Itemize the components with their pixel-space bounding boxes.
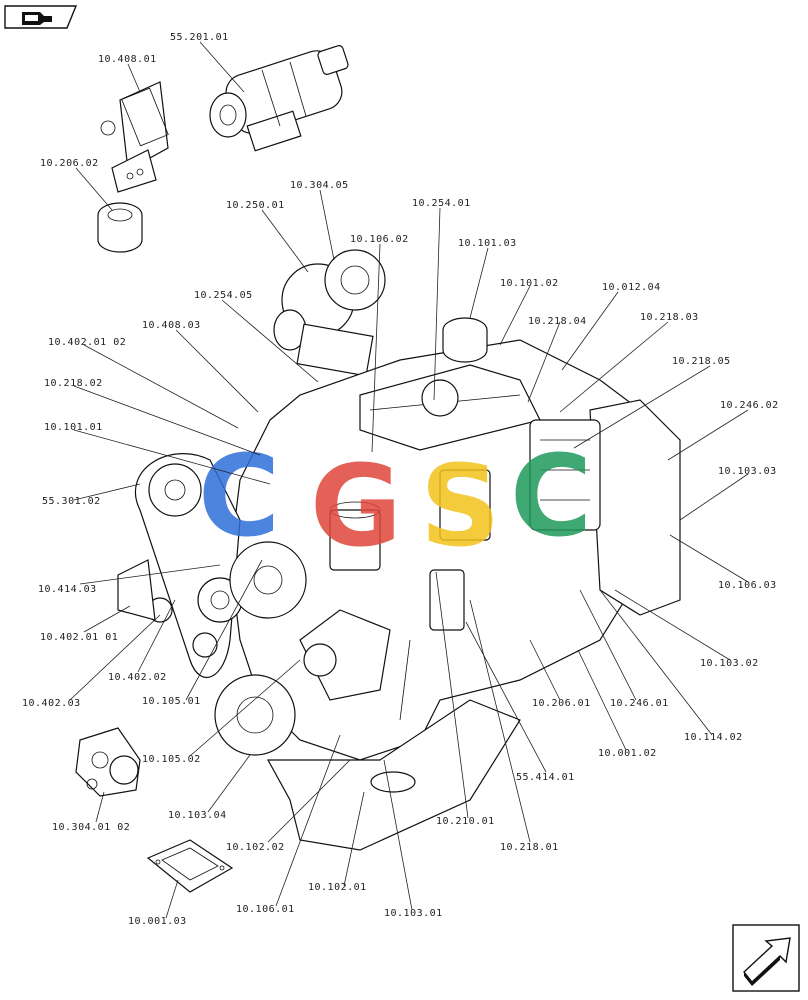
watermark-letter-c1: C [198, 432, 280, 562]
callout-label[interactable]: 10.103.04 [168, 810, 227, 821]
callout-label[interactable]: 10.105.02 [142, 754, 201, 765]
callout-label[interactable]: 55.301.02 [42, 496, 101, 507]
callout-label[interactable]: 10.254.01 [412, 198, 471, 209]
callout-label[interactable]: 10.402.03 [22, 698, 81, 709]
leader-lines [69, 41, 749, 919]
book-arrow-icon[interactable] [4, 5, 78, 29]
watermark-letter-c2: C [510, 432, 592, 562]
watermark-letter-s: S [420, 442, 501, 572]
control-module [100, 81, 169, 193]
callout-label[interactable]: 10.103.03 [718, 466, 777, 477]
callout-label[interactable]: 10.106.02 [350, 234, 409, 245]
callout-label[interactable]: 10.218.04 [528, 316, 587, 327]
callout-label[interactable]: 10.304.05 [290, 180, 349, 191]
callout-label[interactable]: 10.218.01 [500, 842, 559, 853]
callout-label[interactable]: 10.101.01 [44, 422, 103, 433]
callout-label[interactable]: 10.254.05 [194, 290, 253, 301]
callout-label[interactable]: 10.402.02 [108, 672, 167, 683]
oil-pump [75, 727, 141, 797]
callout-label[interactable]: 10.106.01 [236, 904, 295, 915]
turbocharger [273, 249, 386, 377]
callout-label[interactable]: 10.210.01 [436, 816, 495, 827]
callout-label[interactable]: 10.408.01 [98, 54, 157, 65]
callout-label[interactable]: 10.101.03 [458, 238, 517, 249]
callout-label[interactable]: 10.206.02 [40, 158, 99, 169]
callout-label[interactable]: 10.103.01 [384, 908, 443, 919]
callout-label[interactable]: 10.114.02 [684, 732, 743, 743]
callout-label[interactable]: 55.414.01 [516, 772, 575, 783]
callout-label[interactable]: 10.414.03 [38, 584, 97, 595]
callout-label[interactable]: 10.102.02 [226, 842, 285, 853]
front-accessory-drive [117, 453, 307, 756]
callout-label[interactable]: 10.304.01 02 [52, 822, 130, 833]
callout-label[interactable]: 10.402.01 01 [40, 632, 118, 643]
injection-pump [429, 419, 601, 631]
callout-label[interactable]: 10.001.03 [128, 916, 187, 927]
callout-label[interactable]: 10.250.01 [226, 200, 285, 211]
callout-label[interactable]: 10.001.02 [598, 748, 657, 759]
callout-label[interactable]: 10.103.02 [700, 658, 759, 669]
callout-label[interactable]: 10.101.02 [500, 278, 559, 289]
callout-label[interactable]: 10.012.04 [602, 282, 661, 293]
piston-crank [299, 501, 411, 721]
watermark: C G S C [198, 432, 592, 572]
callout-label[interactable]: 10.105.01 [142, 696, 201, 707]
callout-labels: 55.201.01 10.408.01 10.206.02 10.304.05 … [22, 32, 779, 927]
watermark-letter-g: G [310, 442, 402, 572]
callout-label[interactable]: 10.218.02 [44, 378, 103, 389]
next-page-arrow-icon[interactable] [732, 924, 800, 992]
callout-label[interactable]: 10.246.01 [610, 698, 669, 709]
gasket [146, 839, 234, 893]
callout-label[interactable]: 10.246.02 [720, 400, 779, 411]
callout-label[interactable]: 10.408.03 [142, 320, 201, 331]
callout-label[interactable]: 10.102.01 [308, 882, 367, 893]
starter-motor [209, 45, 349, 152]
callout-label[interactable]: 10.106.03 [718, 580, 777, 591]
callout-label[interactable]: 10.402.01 02 [48, 337, 126, 348]
callout-label[interactable]: 10.218.03 [640, 312, 699, 323]
callout-label[interactable]: 10.206.01 [532, 698, 591, 709]
callout-label[interactable]: 10.218.05 [672, 356, 731, 367]
callout-label[interactable]: 55.201.01 [170, 32, 229, 43]
filter-element [97, 202, 143, 253]
